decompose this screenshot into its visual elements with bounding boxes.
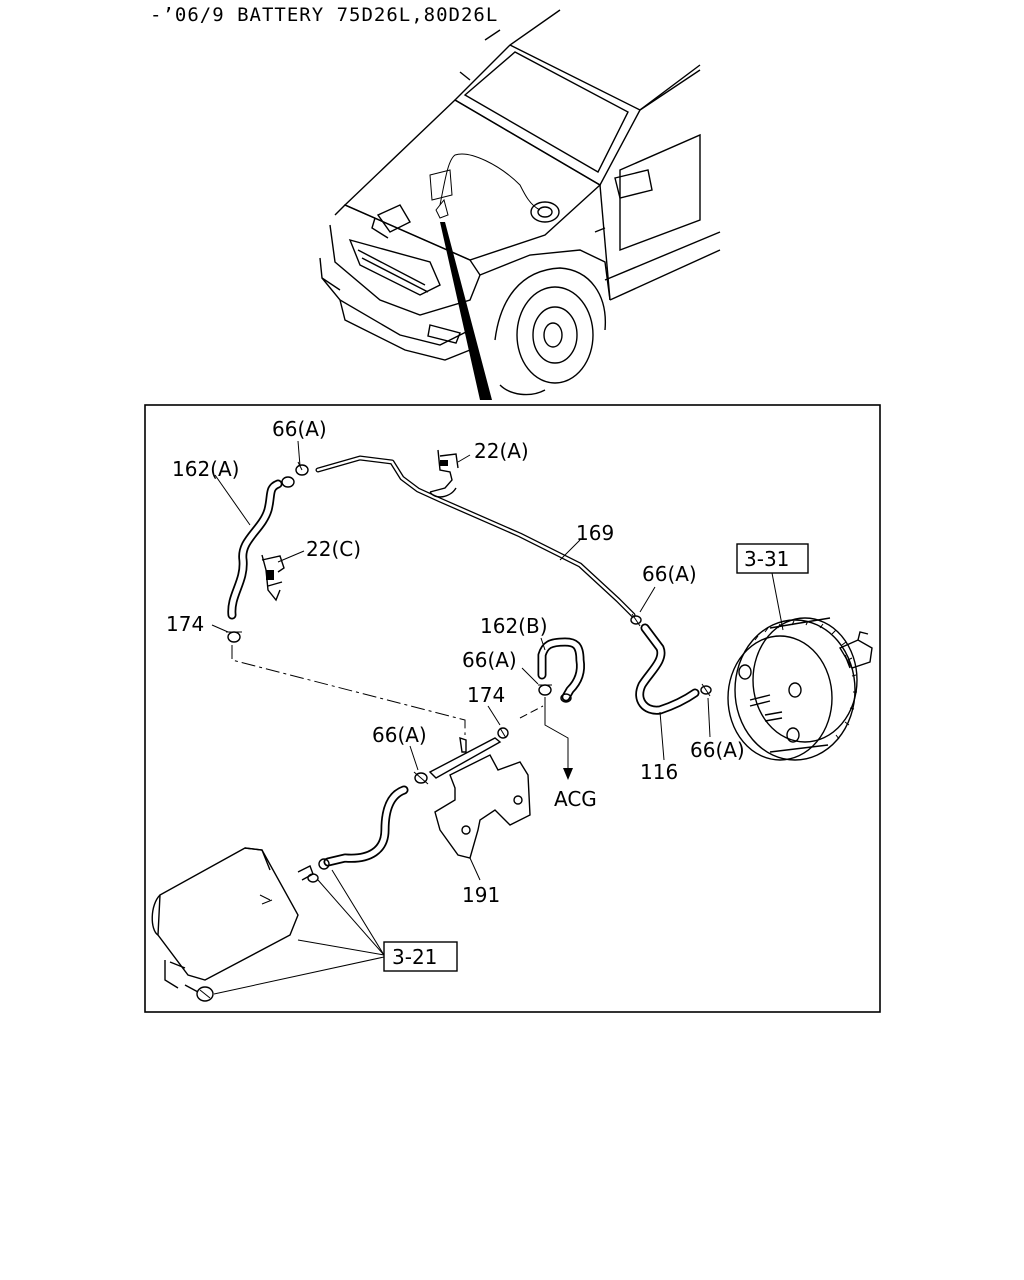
brake-booster <box>727 617 873 761</box>
label-162a: 162(A) <box>172 457 239 481</box>
canister <box>151 847 319 1002</box>
label-66a-low: 66(A) <box>372 723 427 747</box>
leader-lines <box>211 440 711 881</box>
label-169: 169 <box>576 521 614 545</box>
ref-3-21-text: 3-21 <box>392 945 437 969</box>
label-66a-right: 66(A) <box>642 562 697 586</box>
label-116: 116 <box>640 760 678 784</box>
hose-116 <box>635 623 700 715</box>
detail-frame <box>144 404 881 1013</box>
clamp-66a-top <box>281 461 309 488</box>
label-22c: 22(C) <box>306 537 361 561</box>
bracket-191 <box>428 736 531 859</box>
connection-line-left <box>231 645 466 735</box>
label-66a-mid: 66(A) <box>462 648 517 672</box>
clamp-66a-low <box>413 771 429 785</box>
clamp-66a-right <box>630 613 642 627</box>
ref-box-3-21: 3-21 <box>213 869 458 995</box>
label-22a: 22(A) <box>474 439 529 463</box>
hose-162b <box>537 637 585 703</box>
clamp-66a-booster <box>700 683 712 697</box>
label-191: 191 <box>462 883 500 907</box>
part-labels: 66(A) 22(A) 162(A) 22(C) 169 174 162(B) … <box>166 417 745 907</box>
pipe-169 <box>315 455 636 618</box>
clamp-66a-mid <box>538 684 552 696</box>
ref-3-31-text: 3-31 <box>744 547 789 571</box>
label-174-left: 174 <box>166 612 204 636</box>
bracket-22a <box>429 449 459 498</box>
label-162b: 162(B) <box>480 614 548 638</box>
union-174-left <box>226 631 242 643</box>
label-acg: ACG <box>554 787 597 811</box>
union-174-mid <box>497 727 509 739</box>
label-66a-booster: 66(A) <box>690 738 745 762</box>
hose-lower <box>318 785 409 870</box>
acg-branch-line <box>519 697 573 780</box>
label-66a-top: 66(A) <box>272 417 327 441</box>
ref-box-3-31: 3-31 <box>736 543 809 631</box>
label-174-mid: 174 <box>467 683 505 707</box>
bracket-22c <box>261 554 285 602</box>
diagram-header: -’06/9 BATTERY 75D26L,80D26L <box>150 4 499 26</box>
vehicle-illustration <box>319 9 721 400</box>
hose-162a <box>227 479 283 620</box>
